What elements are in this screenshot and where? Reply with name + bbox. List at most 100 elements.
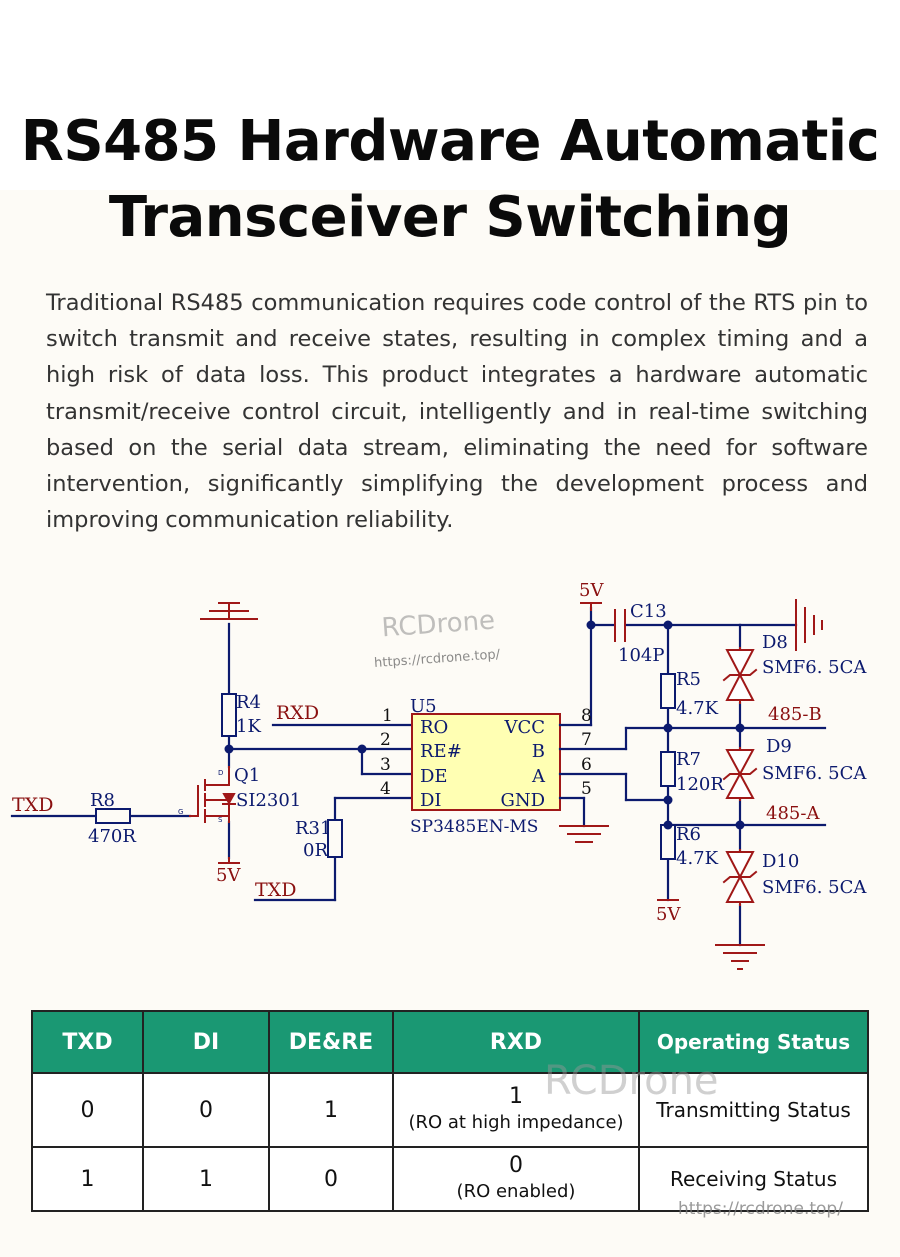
r6-ref: R6 xyxy=(676,824,701,845)
cell-rxd: 0 (RO enabled) xyxy=(392,1146,640,1212)
cell-rxd-value: 1 xyxy=(509,1084,523,1109)
net-485a: 485-A xyxy=(766,803,820,824)
q1-ref: Q1 xyxy=(234,765,260,786)
r4-ref: R4 xyxy=(236,692,261,713)
ic-pin-name-4: DI xyxy=(420,790,442,811)
cell-rxd-note: (RO enabled) xyxy=(456,1181,576,1202)
cell-txd: 0 xyxy=(31,1072,144,1148)
cell-status: Receiving Status xyxy=(638,1146,869,1212)
junction-dots xyxy=(224,620,745,830)
cell-rxd-value: 0 xyxy=(509,1153,523,1178)
resistor-r31 xyxy=(327,819,343,858)
header-band xyxy=(0,0,900,190)
ic-part: SP3485EN-MS xyxy=(410,817,538,837)
ic-pin-num-1: 1 xyxy=(382,706,393,726)
ground-symbol-d8 xyxy=(795,599,823,651)
title-line-2: Transceiver Switching xyxy=(108,185,792,250)
r7-ref: R7 xyxy=(676,749,701,770)
net-5v-q1: 5V xyxy=(216,865,241,886)
r5-ref: R5 xyxy=(676,669,701,690)
ground-symbol-bottom xyxy=(715,944,765,970)
resistor-r4 xyxy=(221,693,237,737)
q1-pin-s: S xyxy=(218,816,223,824)
cell-rxd: 1 (RO at high impedance) xyxy=(392,1072,640,1148)
ic-u5-body xyxy=(411,713,561,811)
ic-pin-num-6: 6 xyxy=(581,755,592,775)
net-txd-2: TXD xyxy=(255,879,296,901)
tvs-diode-d9 xyxy=(722,747,758,801)
supply-5v-top xyxy=(580,602,602,611)
resistor-r6 xyxy=(660,824,676,860)
cell-de-re: 0 xyxy=(268,1146,394,1212)
ic-pin-name-2: RE# xyxy=(420,741,462,762)
resistor-r7 xyxy=(660,751,676,787)
d9-ref: D9 xyxy=(766,736,792,757)
ic-pin-name-7: B xyxy=(532,741,545,762)
ground-symbol-top xyxy=(200,602,258,620)
ic-pin-num-2: 2 xyxy=(380,730,391,750)
ic-pin-name-6: A xyxy=(531,766,546,787)
ic-pin-name-8: VCC xyxy=(503,717,545,738)
status-table: TXD DI DE&RE RXD Operating Status 0 0 1 … xyxy=(31,1010,869,1212)
header-rxd: RXD xyxy=(392,1010,640,1074)
ic-pin-num-3: 3 xyxy=(380,755,391,775)
table-row: 1 1 0 0 (RO enabled) Receiving Status xyxy=(31,1146,869,1212)
r31-value: 0R xyxy=(303,840,328,861)
r7-value: 120R xyxy=(676,774,724,795)
d8-value: SMF6. 5CA xyxy=(762,657,867,678)
capacitor-c13 xyxy=(614,609,626,642)
tvs-diode-d10 xyxy=(722,849,758,906)
c13-value: 104P xyxy=(618,645,664,666)
cell-txd: 1 xyxy=(31,1146,144,1212)
ic-pin-num-7: 7 xyxy=(581,730,592,750)
r8-value: 470R xyxy=(88,826,136,847)
page-title: RS485 Hardware Automatic Transceiver Swi… xyxy=(0,104,900,256)
q1-value: SI2301 xyxy=(236,790,301,811)
ic-pin-num-8: 8 xyxy=(581,706,592,726)
resistor-r5 xyxy=(660,673,676,709)
ic-ref: U5 xyxy=(410,696,437,717)
table-row: 0 0 1 1 (RO at high impedance) Transmitt… xyxy=(31,1072,869,1148)
ic-pin-num-5: 5 xyxy=(581,779,592,799)
r31-ref: R31 xyxy=(295,818,331,839)
d8-ref: D8 xyxy=(762,632,788,653)
table-header-row: TXD DI DE&RE RXD Operating Status xyxy=(31,1010,869,1074)
cell-de-re: 1 xyxy=(268,1072,394,1148)
wire-right xyxy=(558,606,827,947)
d10-value: SMF6. 5CA xyxy=(762,877,867,898)
ic-pin-name-1: RO xyxy=(420,717,448,738)
supply-5v-q1 xyxy=(218,857,240,864)
watermark-url: https://rcdrone.top/ xyxy=(374,647,501,671)
c13-ref: C13 xyxy=(630,601,667,622)
wire-gnd-r4 xyxy=(10,622,414,902)
watermark-table-url: https://rcdrone.top/ xyxy=(678,1199,843,1219)
resistor-r8 xyxy=(95,808,131,824)
intro-paragraph: Traditional RS485 communication requires… xyxy=(46,290,868,534)
d10-ref: D10 xyxy=(762,851,799,872)
r8-ref: R8 xyxy=(90,790,115,811)
r6-value: 4.7K xyxy=(676,848,719,869)
header-di: DI xyxy=(142,1010,270,1074)
cell-di: 0 xyxy=(142,1072,270,1148)
watermark-brand: RCDrone xyxy=(381,606,496,644)
ic-pin-num-4: 4 xyxy=(380,779,391,799)
mosfet-q1 xyxy=(189,766,236,823)
cell-di: 1 xyxy=(142,1146,270,1212)
net-rxd: RXD xyxy=(276,702,319,724)
net-485b: 485-B xyxy=(768,704,822,725)
net-5v-top: 5V xyxy=(579,580,604,601)
tvs-diode-d8 xyxy=(722,647,758,704)
d9-value: SMF6. 5CA xyxy=(762,763,867,784)
header-de-re: DE&RE xyxy=(268,1010,394,1074)
net-5v-r6: 5V xyxy=(656,904,681,925)
q1-pin-d: D xyxy=(218,769,223,777)
r5-value: 4.7K xyxy=(676,698,719,719)
header-operating-status: Operating Status xyxy=(638,1010,869,1074)
title-line-1: RS485 Hardware Automatic xyxy=(20,109,880,174)
ic-pin-name-5: GND xyxy=(500,790,545,811)
rs485-schematic: U5 SP3485EN-MS RO RE# DE DI VCC B A GND … xyxy=(10,580,867,970)
header-txd: TXD xyxy=(31,1010,144,1074)
r4-value: 1K xyxy=(236,716,261,737)
cell-status: Transmitting Status xyxy=(638,1072,869,1148)
net-txd: TXD xyxy=(12,794,53,816)
